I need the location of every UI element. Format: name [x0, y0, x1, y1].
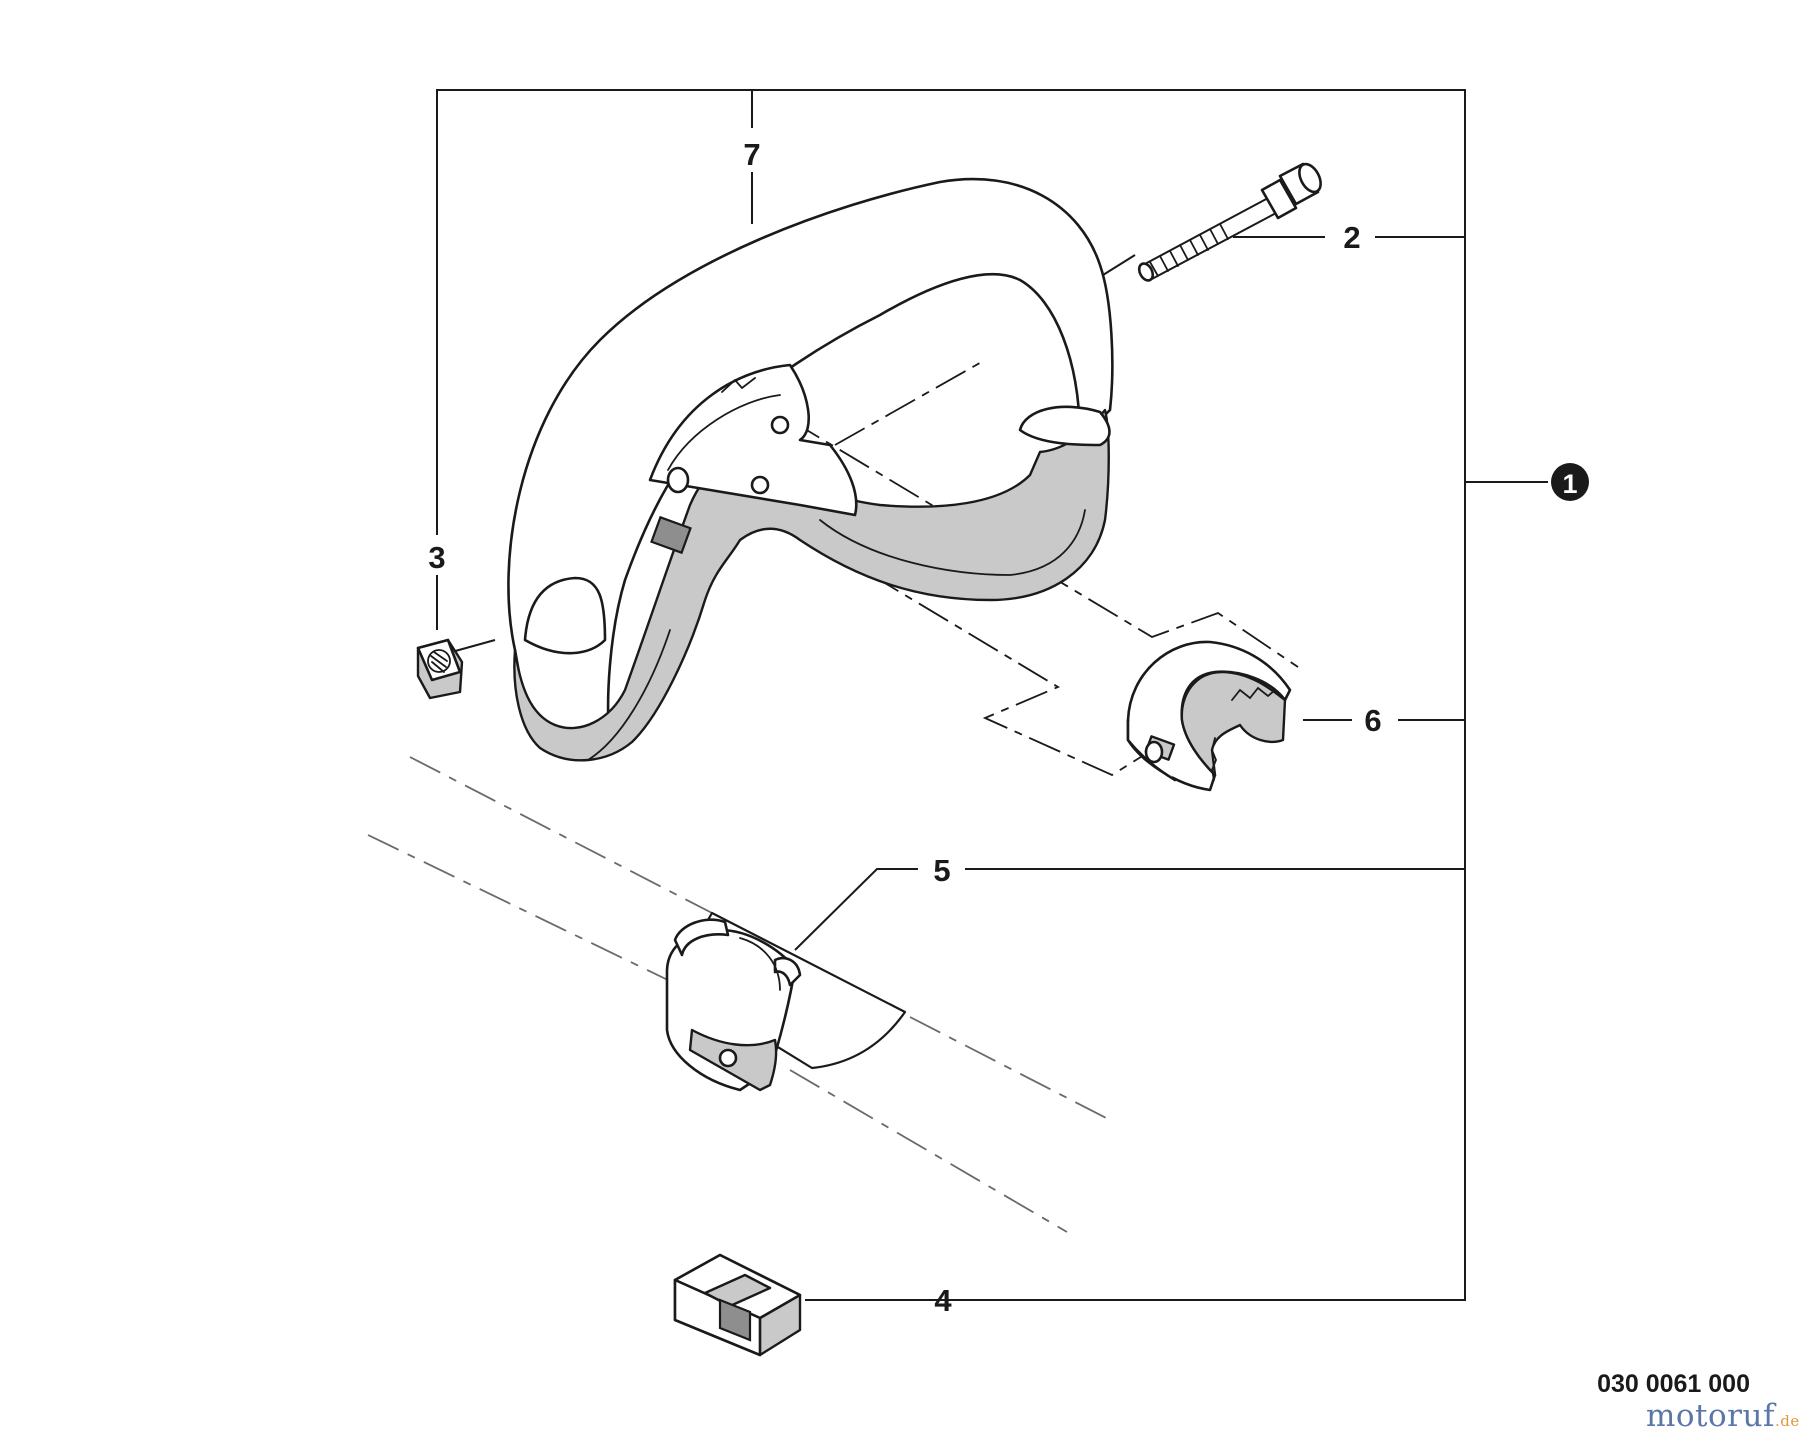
- watermark-tld: .de: [1774, 1412, 1800, 1430]
- callout-labels: 7 2 3 6 5 4 1 030 0061 000: [428, 137, 1750, 1398]
- assembly-bracket: [436, 89, 1548, 1301]
- watermark-logo: motoruf.de: [1646, 1398, 1800, 1434]
- center-lines: [367, 359, 1299, 1233]
- square-nut: [416, 638, 464, 700]
- callout-clamp: 5: [933, 853, 950, 888]
- callout-spacer: 4: [934, 1283, 952, 1318]
- reference-number: 030 0061 000: [1597, 1370, 1750, 1398]
- leader-lines: [429, 236, 1465, 951]
- callout-bracket: 6: [1364, 703, 1381, 738]
- clamp: [665, 918, 802, 1092]
- callout-bolt: 2: [1343, 220, 1360, 255]
- callout-nut: 3: [428, 540, 445, 575]
- front-handle: [507, 177, 1114, 762]
- callout-handle: 7: [743, 137, 760, 172]
- callout-assembly-badge: [1551, 463, 1589, 501]
- watermark-main: motoruf: [1646, 1398, 1775, 1434]
- spacer-block: [673, 1253, 802, 1357]
- bracket: [1126, 640, 1292, 792]
- callout-assembly: 1: [1562, 469, 1577, 499]
- bolt: [1137, 162, 1322, 282]
